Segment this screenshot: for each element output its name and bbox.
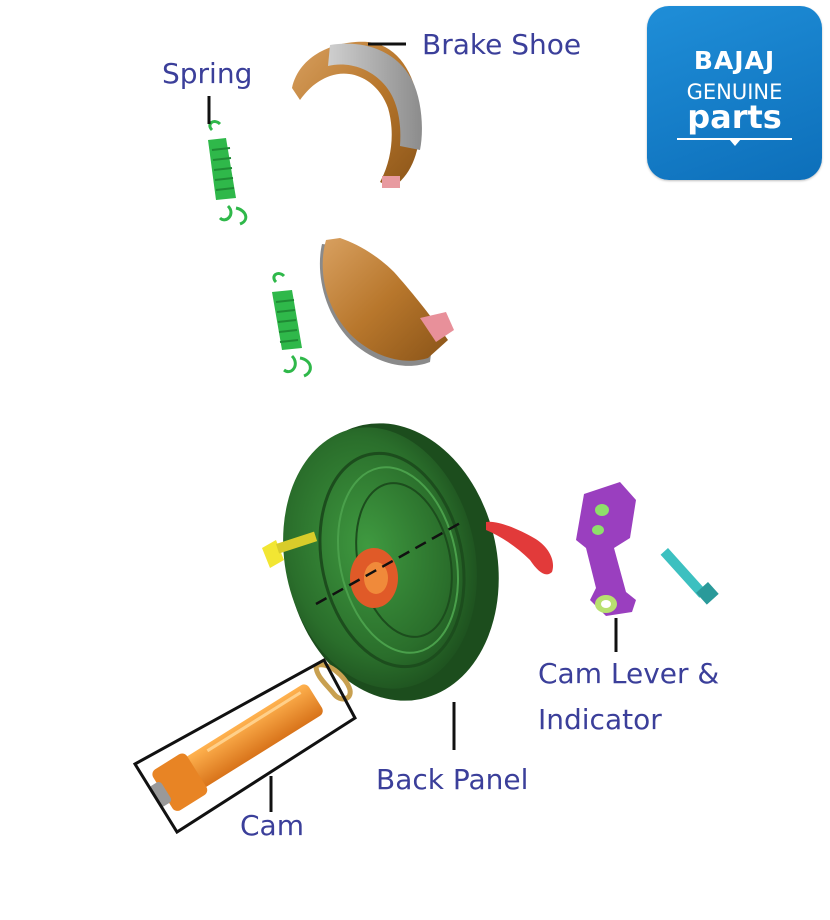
label-spring: Spring [162,57,253,90]
yellow-pin [262,531,318,568]
label-brake-shoe: Brake Shoe [422,28,582,61]
lower-brake-shoe [319,238,454,366]
logo-brand: BAJAJ [693,46,776,75]
logo-arrow-icon [729,139,741,146]
cam-lever-indicator [576,482,636,616]
bajaj-genuine-parts-logo: BAJAJ GENUINE parts [647,6,822,180]
label-back-panel: Back Panel [376,763,529,796]
back-panel [283,423,499,701]
label-cam-lever: Cam Lever & [538,657,720,690]
logo-parts: parts [687,98,782,136]
red-clip [486,521,554,575]
lower-spring [272,272,312,378]
cam-part [132,657,357,835]
teal-bolt [660,548,719,605]
label-indicator: Indicator [538,703,662,736]
label-cam: Cam [240,809,304,842]
logo-genuine: GENUINE [686,80,783,104]
upper-spring [208,120,248,226]
leader-lines [207,42,618,812]
upper-brake-shoe [292,41,422,188]
